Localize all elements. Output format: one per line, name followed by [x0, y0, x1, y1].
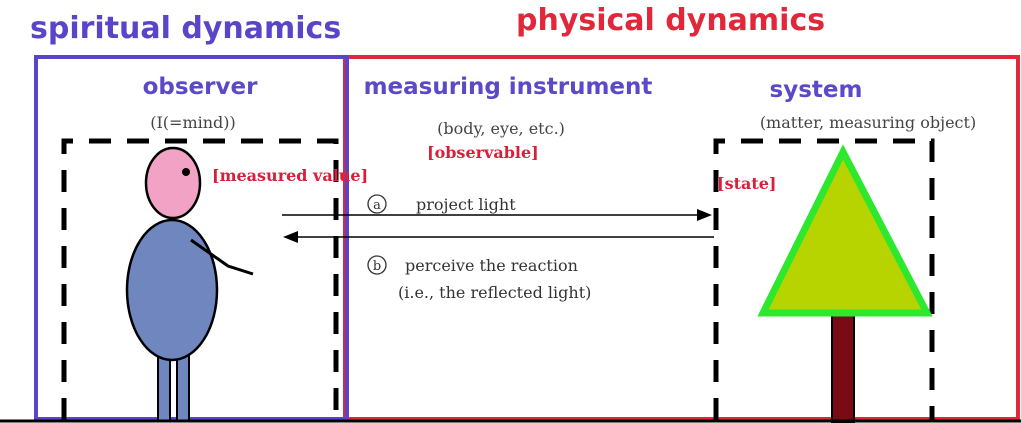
observer-eye [182, 168, 190, 176]
instrument-heading: measuring instrument [364, 74, 653, 100]
system-heading: system [770, 77, 863, 103]
marker-b: b [373, 259, 381, 274]
tree-trunk [832, 312, 854, 422]
observer-body [127, 220, 217, 360]
observable-tag: [observable] [427, 143, 539, 162]
state-tag: [state] [717, 174, 776, 193]
observer-figure [127, 148, 253, 421]
tree-figure [763, 152, 927, 422]
tree-crown [763, 152, 927, 313]
physical-dynamics-frame [345, 57, 1018, 419]
observer-note: (I(=mind)) [150, 113, 236, 132]
observer-head [146, 148, 200, 218]
spiritual-dynamics-title: spiritual dynamics [30, 11, 341, 46]
physical-dynamics-title: physical dynamics [516, 3, 825, 38]
perceive-label-line1: perceive the reaction [405, 256, 578, 275]
marker-a: a [373, 198, 381, 213]
observer-heading: observer [143, 74, 258, 100]
system-note: (matter, measuring object) [760, 113, 976, 132]
project-light-label: project light [416, 195, 516, 214]
instrument-note: (body, eye, etc.) [437, 119, 565, 138]
perceive-label-line2: (i.e., the reflected light) [398, 283, 591, 302]
measured-value-tag: [measured value] [212, 166, 368, 185]
